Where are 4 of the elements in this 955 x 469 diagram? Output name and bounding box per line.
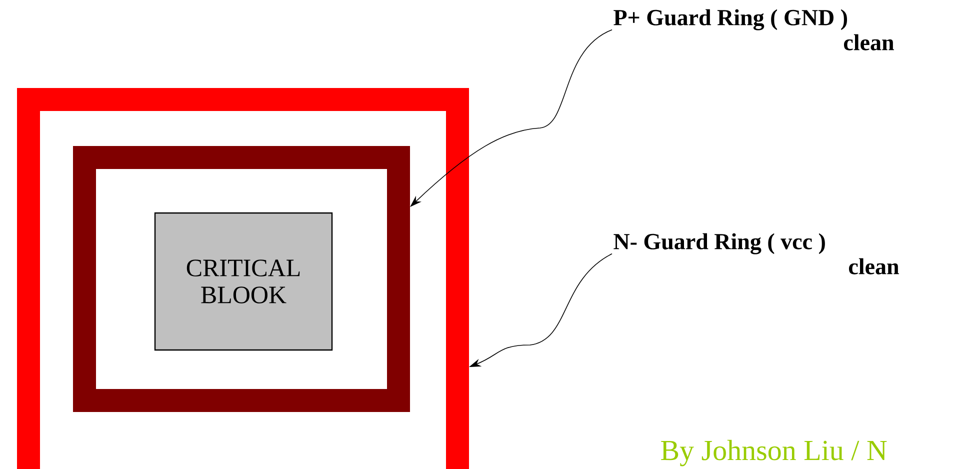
callout-text: P+ Guard Ring ( GND ) clean	[614, 9, 894, 50]
callout-text: N- Guard Ring ( vcc ) clean	[614, 233, 899, 274]
critical-block: CRITICAL BLOOK	[154, 212, 333, 351]
credit-text: By Johnson Liu / N	[661, 440, 887, 466]
